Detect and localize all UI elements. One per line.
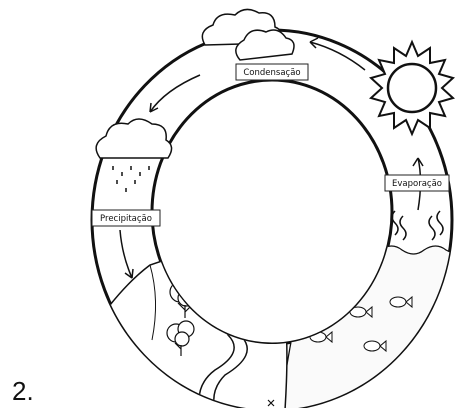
label-evaporation: Evaporação: [384, 174, 450, 192]
label-precipitation-text: Precipitação: [100, 214, 152, 224]
fish-icon: [363, 339, 387, 353]
arrow-cloud-to-rain: [149, 74, 201, 113]
scissors-icon: [267, 399, 275, 407]
rain-cloud-icon: [95, 118, 173, 192]
cloud-icon: [201, 8, 295, 61]
tree-icon: [166, 320, 195, 356]
fish-icon: [389, 295, 413, 309]
item-number: 2.: [12, 376, 34, 406]
arrow-rain-to-land: [119, 229, 133, 279]
steam-icon: [391, 210, 444, 241]
label-evaporation-text: Evaporação: [392, 179, 442, 189]
mountains: [109, 242, 288, 408]
label-condensation-text: Condensação: [243, 68, 300, 78]
label-precipitation: Precipitação: [91, 209, 161, 227]
tree-icon: [206, 286, 230, 318]
inner-ring: [150, 78, 394, 346]
sun-icon: [368, 39, 456, 137]
sea: [279, 245, 453, 408]
arrow-sun-to-cloud: [309, 41, 366, 71]
label-condensation: Condensação: [235, 63, 309, 81]
